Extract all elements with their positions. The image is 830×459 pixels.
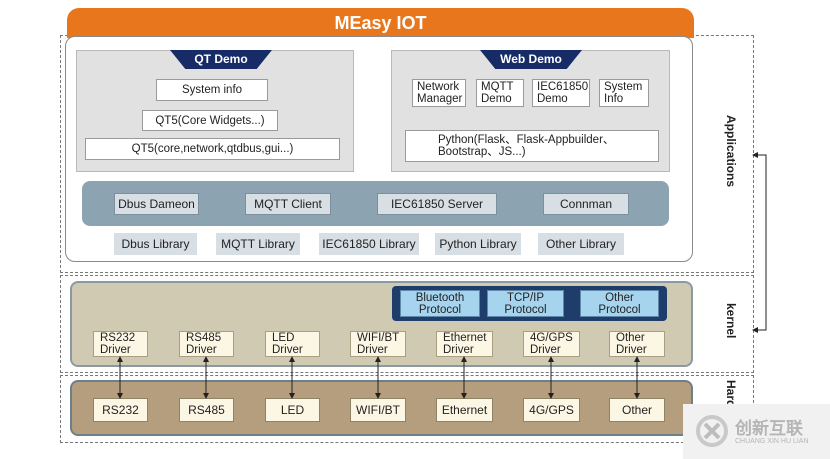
python-framework-box: Python(Flask、Flask-Appbuilder、Bootstrap、… (405, 130, 659, 162)
watermark-subtitle: CHUANG XIN HU LIAN (735, 438, 809, 445)
qt-demo-tab: QT Demo (170, 50, 272, 69)
web-demo-tab: Web Demo (480, 50, 582, 69)
python-framework-line-2: Bootstrap、JS...) (438, 146, 526, 158)
driver-4g-gps-line-1: 4G/GPS (530, 332, 573, 344)
iec61850-demo-line-1: IEC61850 (537, 81, 589, 93)
mqtt-demo-line-2: Demo (481, 93, 512, 105)
protocol-tcpip-line-1: TCP/IP (506, 291, 545, 304)
python-framework-line-1: Python(Flask、Flask-Appbuilder、 (438, 134, 615, 146)
driver-ethernet-line-2: Driver (443, 344, 474, 356)
driver-4g-gps-line-2: Driver (530, 344, 561, 356)
service-iec61850-server: IEC61850 Server (377, 193, 497, 215)
driver-other-line-2: Driver (616, 344, 647, 356)
protocol-other-line-2: Protocol (598, 303, 641, 316)
driver-other-line-1: Other (616, 332, 645, 344)
service-connman: Connman (543, 193, 629, 215)
iec61850-demo-line-2: Demo (537, 93, 568, 105)
kernel-label: kernel (724, 303, 738, 339)
hardware-rs232: RS232 (93, 398, 148, 422)
network-manager-line-1: Network (417, 81, 460, 93)
protocol-tcpip-line-2: Protocol (504, 303, 547, 316)
driver-rs232-line-1: RS232 (100, 332, 136, 344)
qt5-modules-box: QT5(core,network,qtdbus,gui...) (85, 138, 340, 160)
service-dbus-daemon: Dbus Dameon (114, 193, 199, 215)
driver-rs485-line-2: Driver (186, 344, 217, 356)
hardware-other: Other (609, 398, 665, 422)
protocol-other-line-1: Other (605, 291, 634, 304)
hardware-rs485: RS485 (179, 398, 234, 422)
hardware-label: Hard (724, 380, 738, 404)
library-other: Other Library (538, 233, 624, 255)
diagram-title: MEasy IOT (67, 8, 694, 38)
driver-rs485-line-1: RS485 (186, 332, 222, 344)
library-mqtt: MQTT Library (216, 233, 300, 255)
watermark-logo-icon (696, 415, 728, 447)
web-system-info-line-2: Info (604, 93, 624, 105)
driver-rs232-line-2: Driver (100, 344, 131, 356)
watermark: 创新互联 CHUANG XIN HU LIAN (683, 404, 830, 459)
library-dbus: Dbus Library (114, 233, 197, 255)
mqtt-demo-line-1: MQTT (481, 81, 514, 93)
side-bracket (752, 152, 767, 333)
hardware-led: LED (265, 398, 320, 422)
qt-system-info-box: System info (156, 79, 268, 101)
protocol-bluetooth-line-2: Protocol (418, 303, 462, 316)
driver-wifi-bt-line-1: WIFI/BT (357, 332, 400, 344)
applications-label: Applications (724, 115, 738, 188)
service-mqtt-client: MQTT Client (245, 193, 331, 215)
driver-led-line-2: Driver (272, 344, 303, 356)
network-manager-line-2: Manager (417, 93, 463, 105)
library-iec61850: IEC61850 Library (319, 233, 419, 255)
driver-ethernet-line-1: Ethernet (443, 332, 487, 344)
driver-led-line-1: LED (272, 332, 295, 344)
web-system-info-line-1: System (604, 81, 643, 93)
protocol-bluetooth-line-1: Bluetooth (415, 291, 465, 304)
driver-wifi-bt-line-2: Driver (357, 344, 388, 356)
qt5-core-widgets-box: QT5(Core Widgets...) (142, 110, 278, 131)
watermark-brand: 创新互联 (735, 419, 803, 438)
library-python: Python Library (435, 233, 521, 255)
